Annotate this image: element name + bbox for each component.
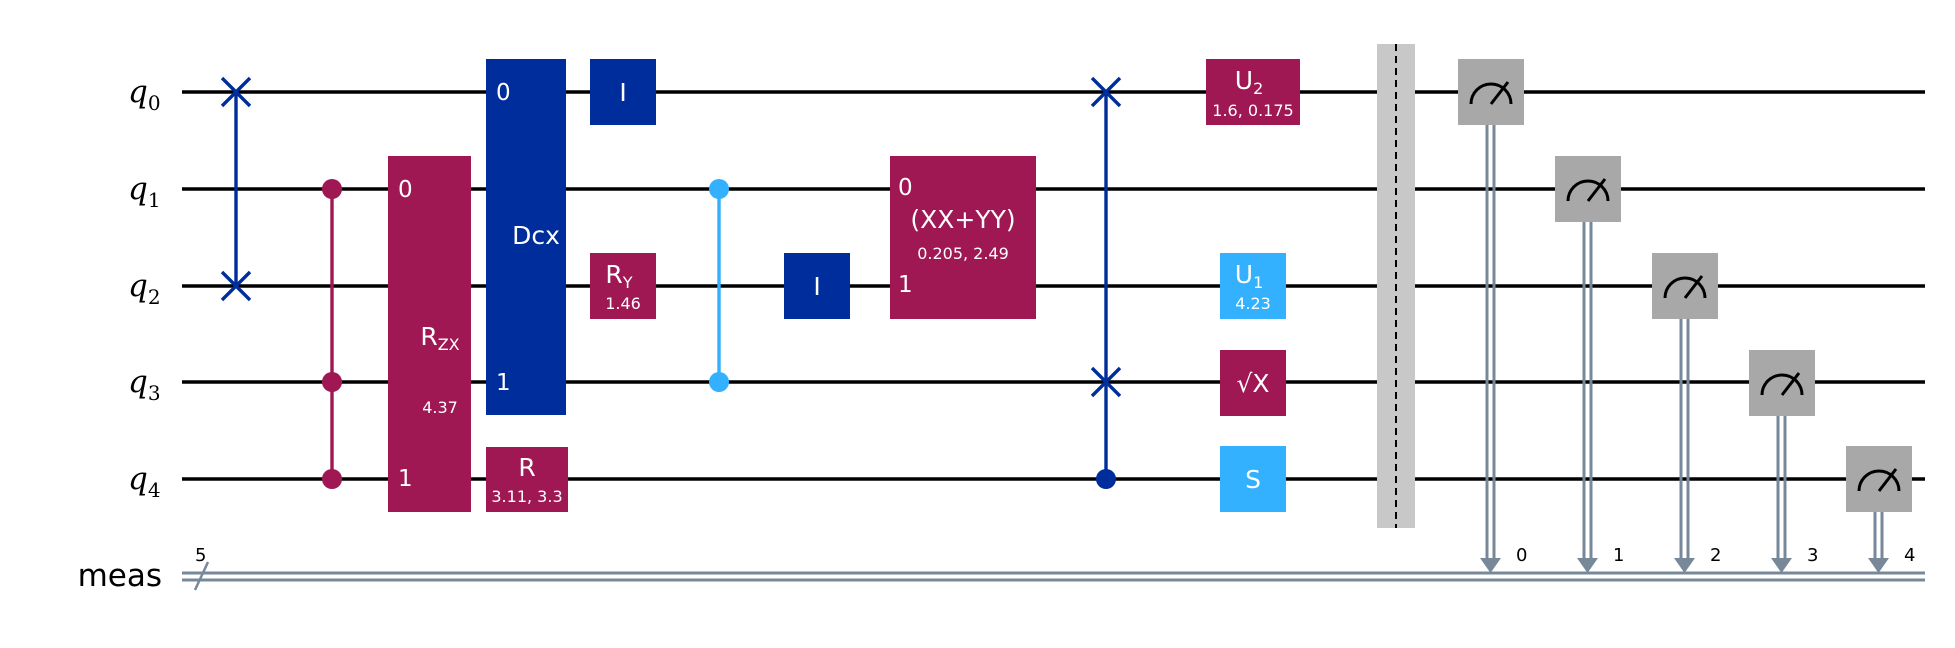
cz-gate-q1-q3 — [709, 179, 729, 392]
measure-q4: 4 — [1846, 446, 1915, 573]
sx-gate: √X — [1220, 350, 1286, 416]
s-gate: S — [1220, 446, 1286, 512]
ry-gate: RY 1.46 — [590, 253, 656, 319]
qubit-label-q2: q2 — [128, 268, 161, 309]
qubit-label-q4: q4 — [128, 461, 161, 502]
swap-icon — [1090, 366, 1122, 398]
qubit-label-q1: q1 — [128, 171, 161, 212]
u1-label: U1 — [1235, 260, 1264, 292]
meter-icon — [1760, 372, 1804, 396]
sx-label: √X — [1236, 369, 1269, 398]
r-gate: R 3.11, 3.3 — [486, 447, 568, 512]
u2-label: U2 — [1235, 66, 1264, 98]
classical-register-label: meas — [78, 558, 162, 594]
measure-bit-4: 4 — [1904, 545, 1915, 566]
xxyy-port-0: 0 — [898, 175, 913, 201]
u2-param: 1.6, 0.175 — [1212, 101, 1293, 120]
meter-icon — [1566, 178, 1610, 202]
measure-bit-0: 0 — [1516, 545, 1527, 566]
measure-bit-2: 2 — [1710, 545, 1721, 566]
rzx-label: RZX — [420, 322, 459, 354]
measure-q1: 1 — [1555, 156, 1624, 573]
swap-icon — [220, 270, 252, 302]
dcx-port-0: 0 — [496, 80, 511, 106]
u1-gate: U1 4.23 — [1220, 253, 1286, 319]
measure-bit-3: 3 — [1807, 545, 1818, 566]
control-dot-icon — [709, 179, 729, 199]
classical-wire: 5 — [182, 545, 1925, 591]
identity-label: I — [813, 272, 820, 301]
barrier — [1377, 44, 1415, 528]
swap-gate-q0-q2 — [220, 76, 252, 302]
swap-icon — [1090, 76, 1122, 108]
identity-label: I — [619, 78, 626, 107]
control-dot-icon — [709, 372, 729, 392]
qubit-label-q3: q3 — [128, 364, 161, 405]
rzx-param: 4.37 — [422, 398, 458, 417]
measure-q0: 0 — [1458, 59, 1527, 573]
dcx-label: Dcx — [512, 221, 560, 250]
swap-icon — [220, 76, 252, 108]
control-dot-icon — [322, 179, 342, 199]
u1-param: 4.23 — [1235, 294, 1271, 313]
qubit-labels: q0 q1 q2 q3 q4 meas — [78, 74, 162, 594]
rzx-port-1: 1 — [398, 466, 413, 492]
xxyy-param: 0.205, 2.49 — [917, 244, 1009, 263]
controlled-swap-gate — [1090, 76, 1122, 489]
measure-bit-1: 1 — [1613, 545, 1624, 566]
qubit-label-q0: q0 — [128, 74, 161, 115]
measure-q3: 3 — [1749, 350, 1818, 573]
rzx-gate: 0 1 RZX 4.37 — [388, 156, 471, 512]
identity-gate-q2: I — [784, 253, 850, 319]
control-dot-icon — [1096, 469, 1116, 489]
bus-slash-icon — [193, 561, 210, 591]
xx-plus-yy-gate: 0 1 (XX+YY) 0.205, 2.49 — [890, 156, 1036, 319]
rzx-port-0: 0 — [398, 177, 413, 203]
meter-icon — [1663, 275, 1707, 299]
control-dot-icon — [322, 372, 342, 392]
multi-control-gate — [322, 179, 342, 489]
qubit-wires — [182, 90, 1925, 481]
r-param: 3.11, 3.3 — [491, 487, 562, 506]
classical-size: 5 — [195, 545, 206, 566]
s-label: S — [1245, 465, 1261, 494]
xxyy-port-1: 1 — [898, 272, 913, 298]
dcx-port-1: 1 — [496, 370, 511, 396]
control-dot-icon — [322, 469, 342, 489]
u2-gate: U2 1.6, 0.175 — [1206, 59, 1300, 125]
dcx-gate: 0 1 Dcx — [486, 59, 566, 415]
measure-q2: 2 — [1652, 253, 1721, 573]
measurements: 0 1 2 — [1458, 59, 1915, 573]
identity-gate-q0: I — [590, 59, 656, 125]
ry-param: 1.46 — [605, 294, 641, 313]
meter-icon — [1857, 468, 1901, 492]
r-label: R — [518, 453, 535, 482]
meter-icon — [1469, 81, 1513, 105]
xxyy-label: (XX+YY) — [910, 205, 1015, 234]
ry-label: RY — [605, 260, 632, 292]
